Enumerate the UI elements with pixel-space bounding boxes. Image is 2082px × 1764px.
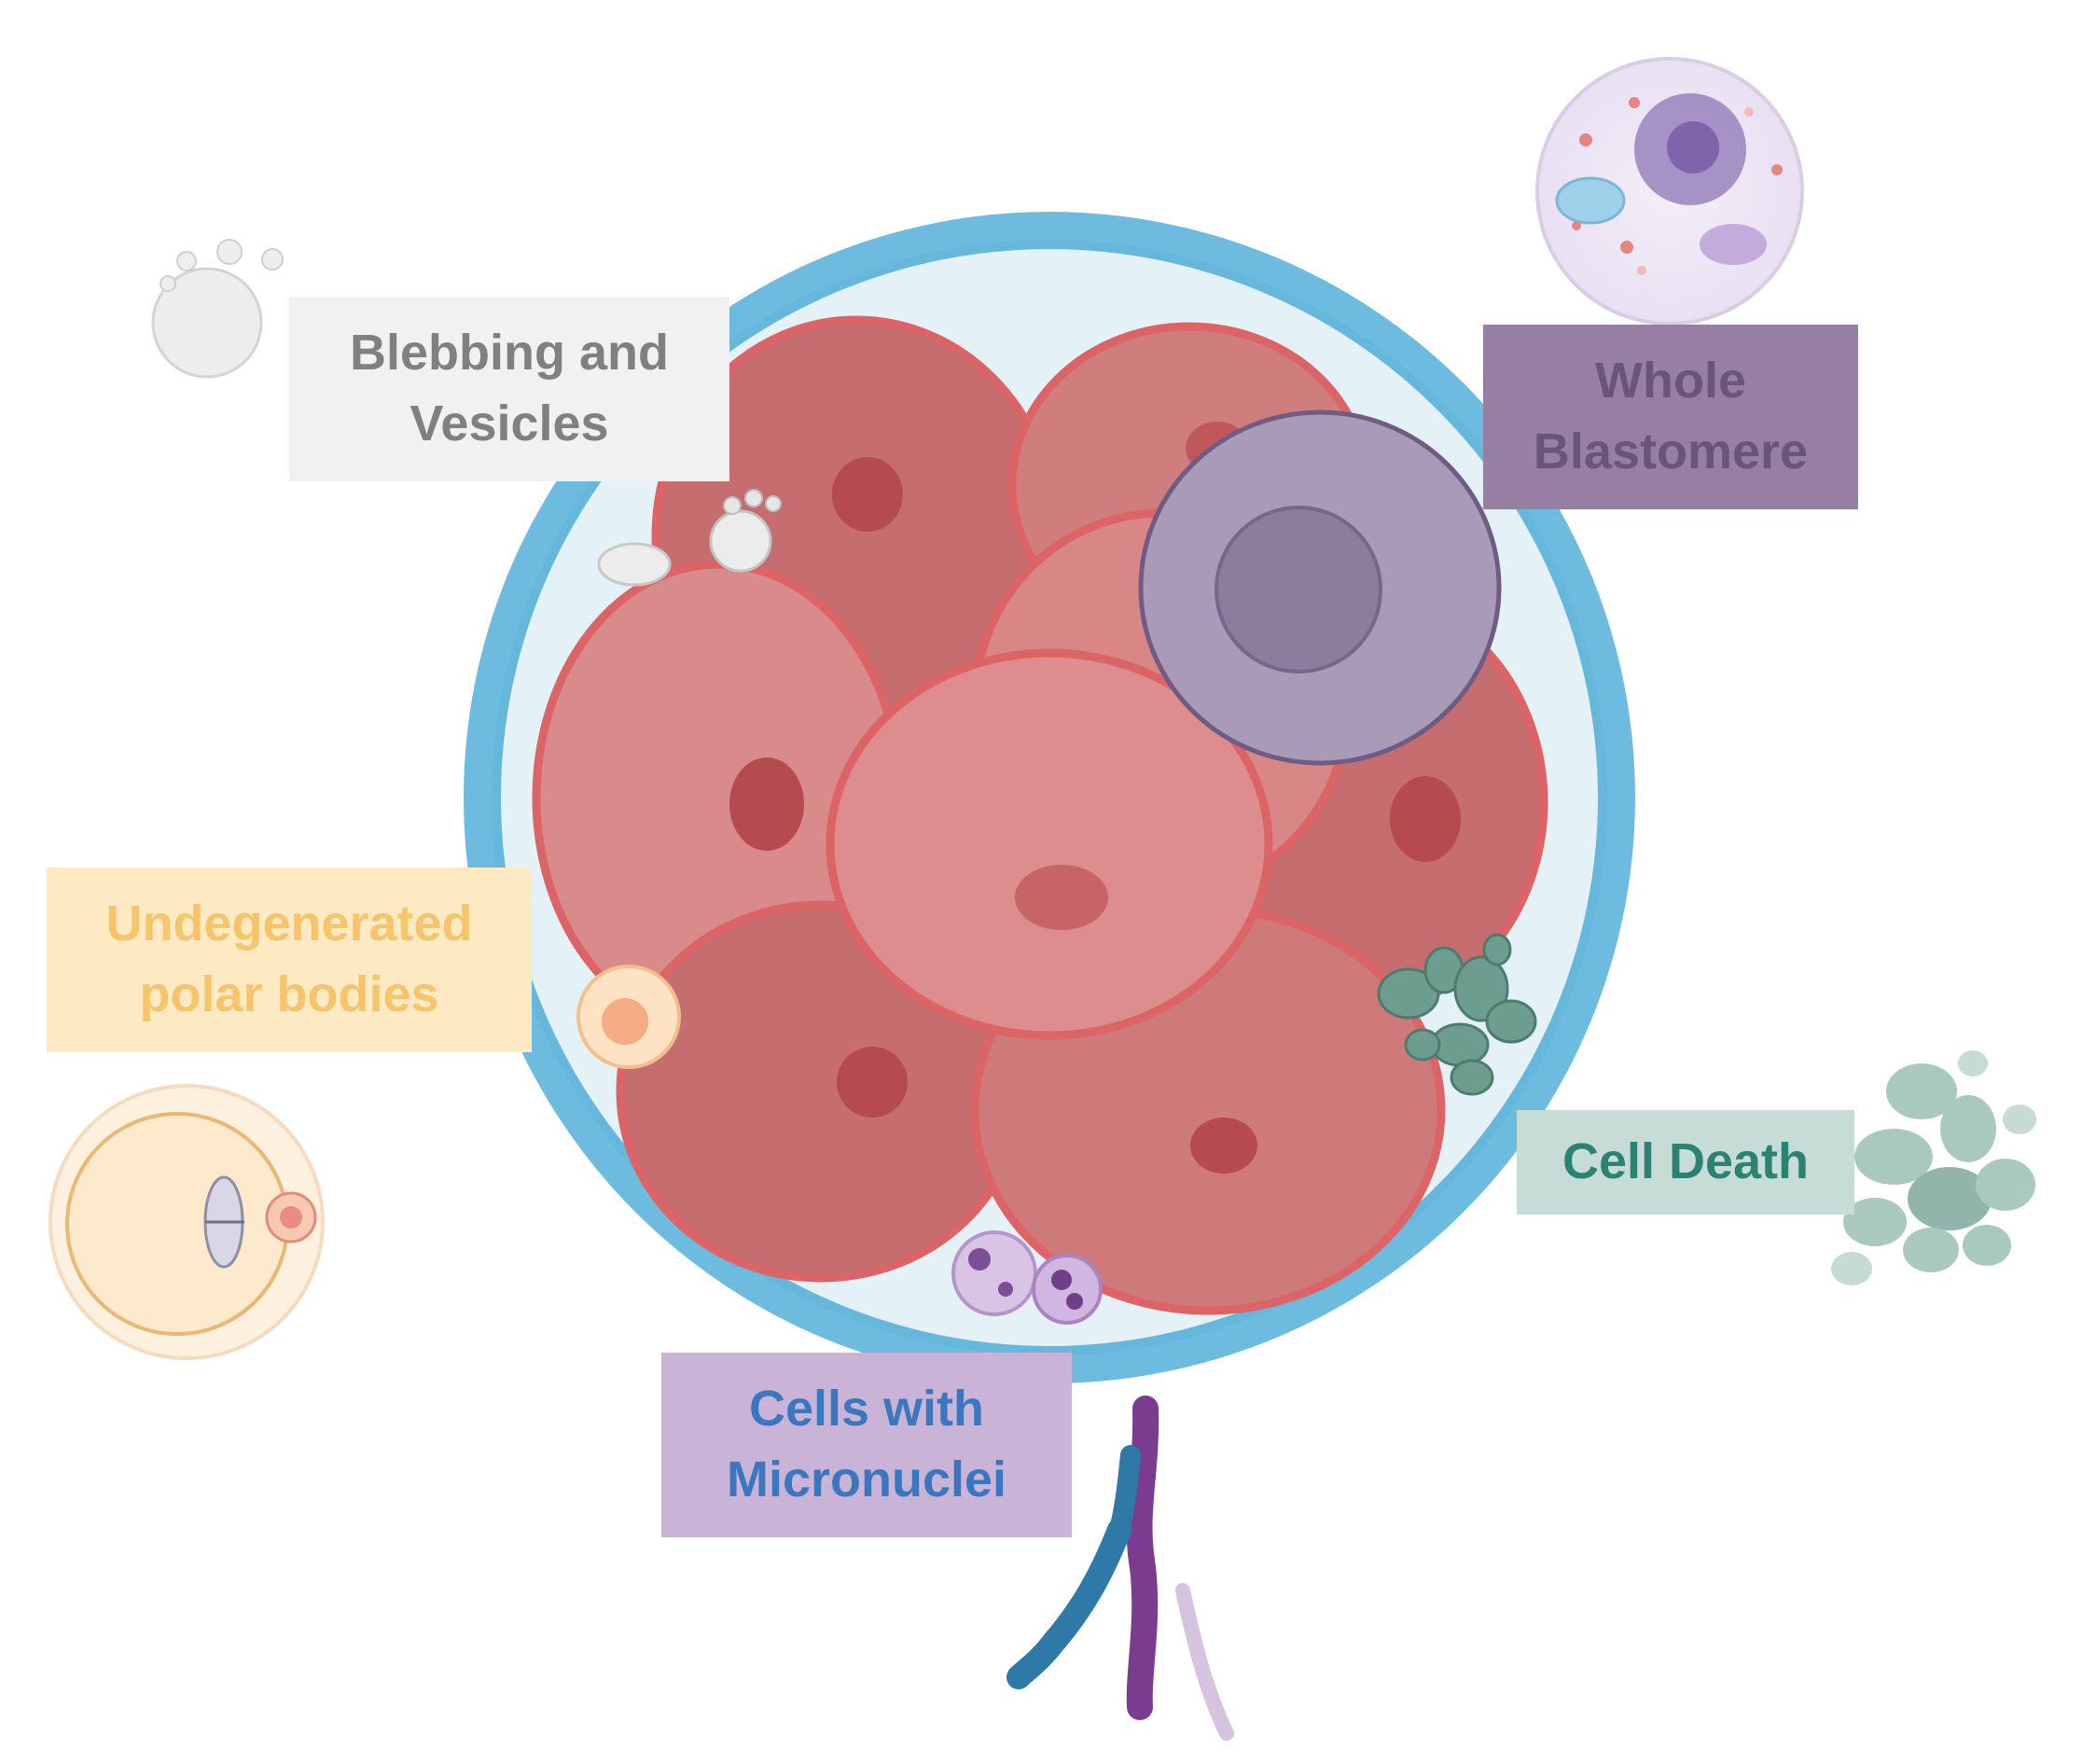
dead-cell-fragments-icon (1811, 1050, 2036, 1285)
micronuclei-cells (951, 1230, 1103, 1325)
polar-body (576, 965, 681, 1069)
blastomere (826, 648, 1273, 1040)
vesicle-cell-icon (151, 239, 284, 379)
label-whole-blastomere: Whole Blastomere (1483, 325, 1858, 509)
nuclei (729, 422, 1461, 1174)
oocyte-icon (49, 1084, 325, 1360)
label-cell-death: Cell Death (1517, 1110, 1854, 1215)
dead-cell-fragments (1377, 933, 1537, 1096)
chromosome-icon (1006, 1396, 1234, 1741)
blastomere-cluster (532, 315, 1548, 1315)
vesicle-cluster (597, 489, 782, 587)
label-cells-with-micronuclei: Cells with Micronuclei (661, 1353, 1072, 1537)
whole-blastomere-cell (1138, 410, 1502, 766)
label-blebbing-and-vesicles: Blebbing and Vesicles (289, 297, 729, 481)
generic-cell-icon (1535, 57, 1804, 326)
label-undegenerated-polar-bodies: Undegenerated polar bodies (47, 868, 532, 1052)
